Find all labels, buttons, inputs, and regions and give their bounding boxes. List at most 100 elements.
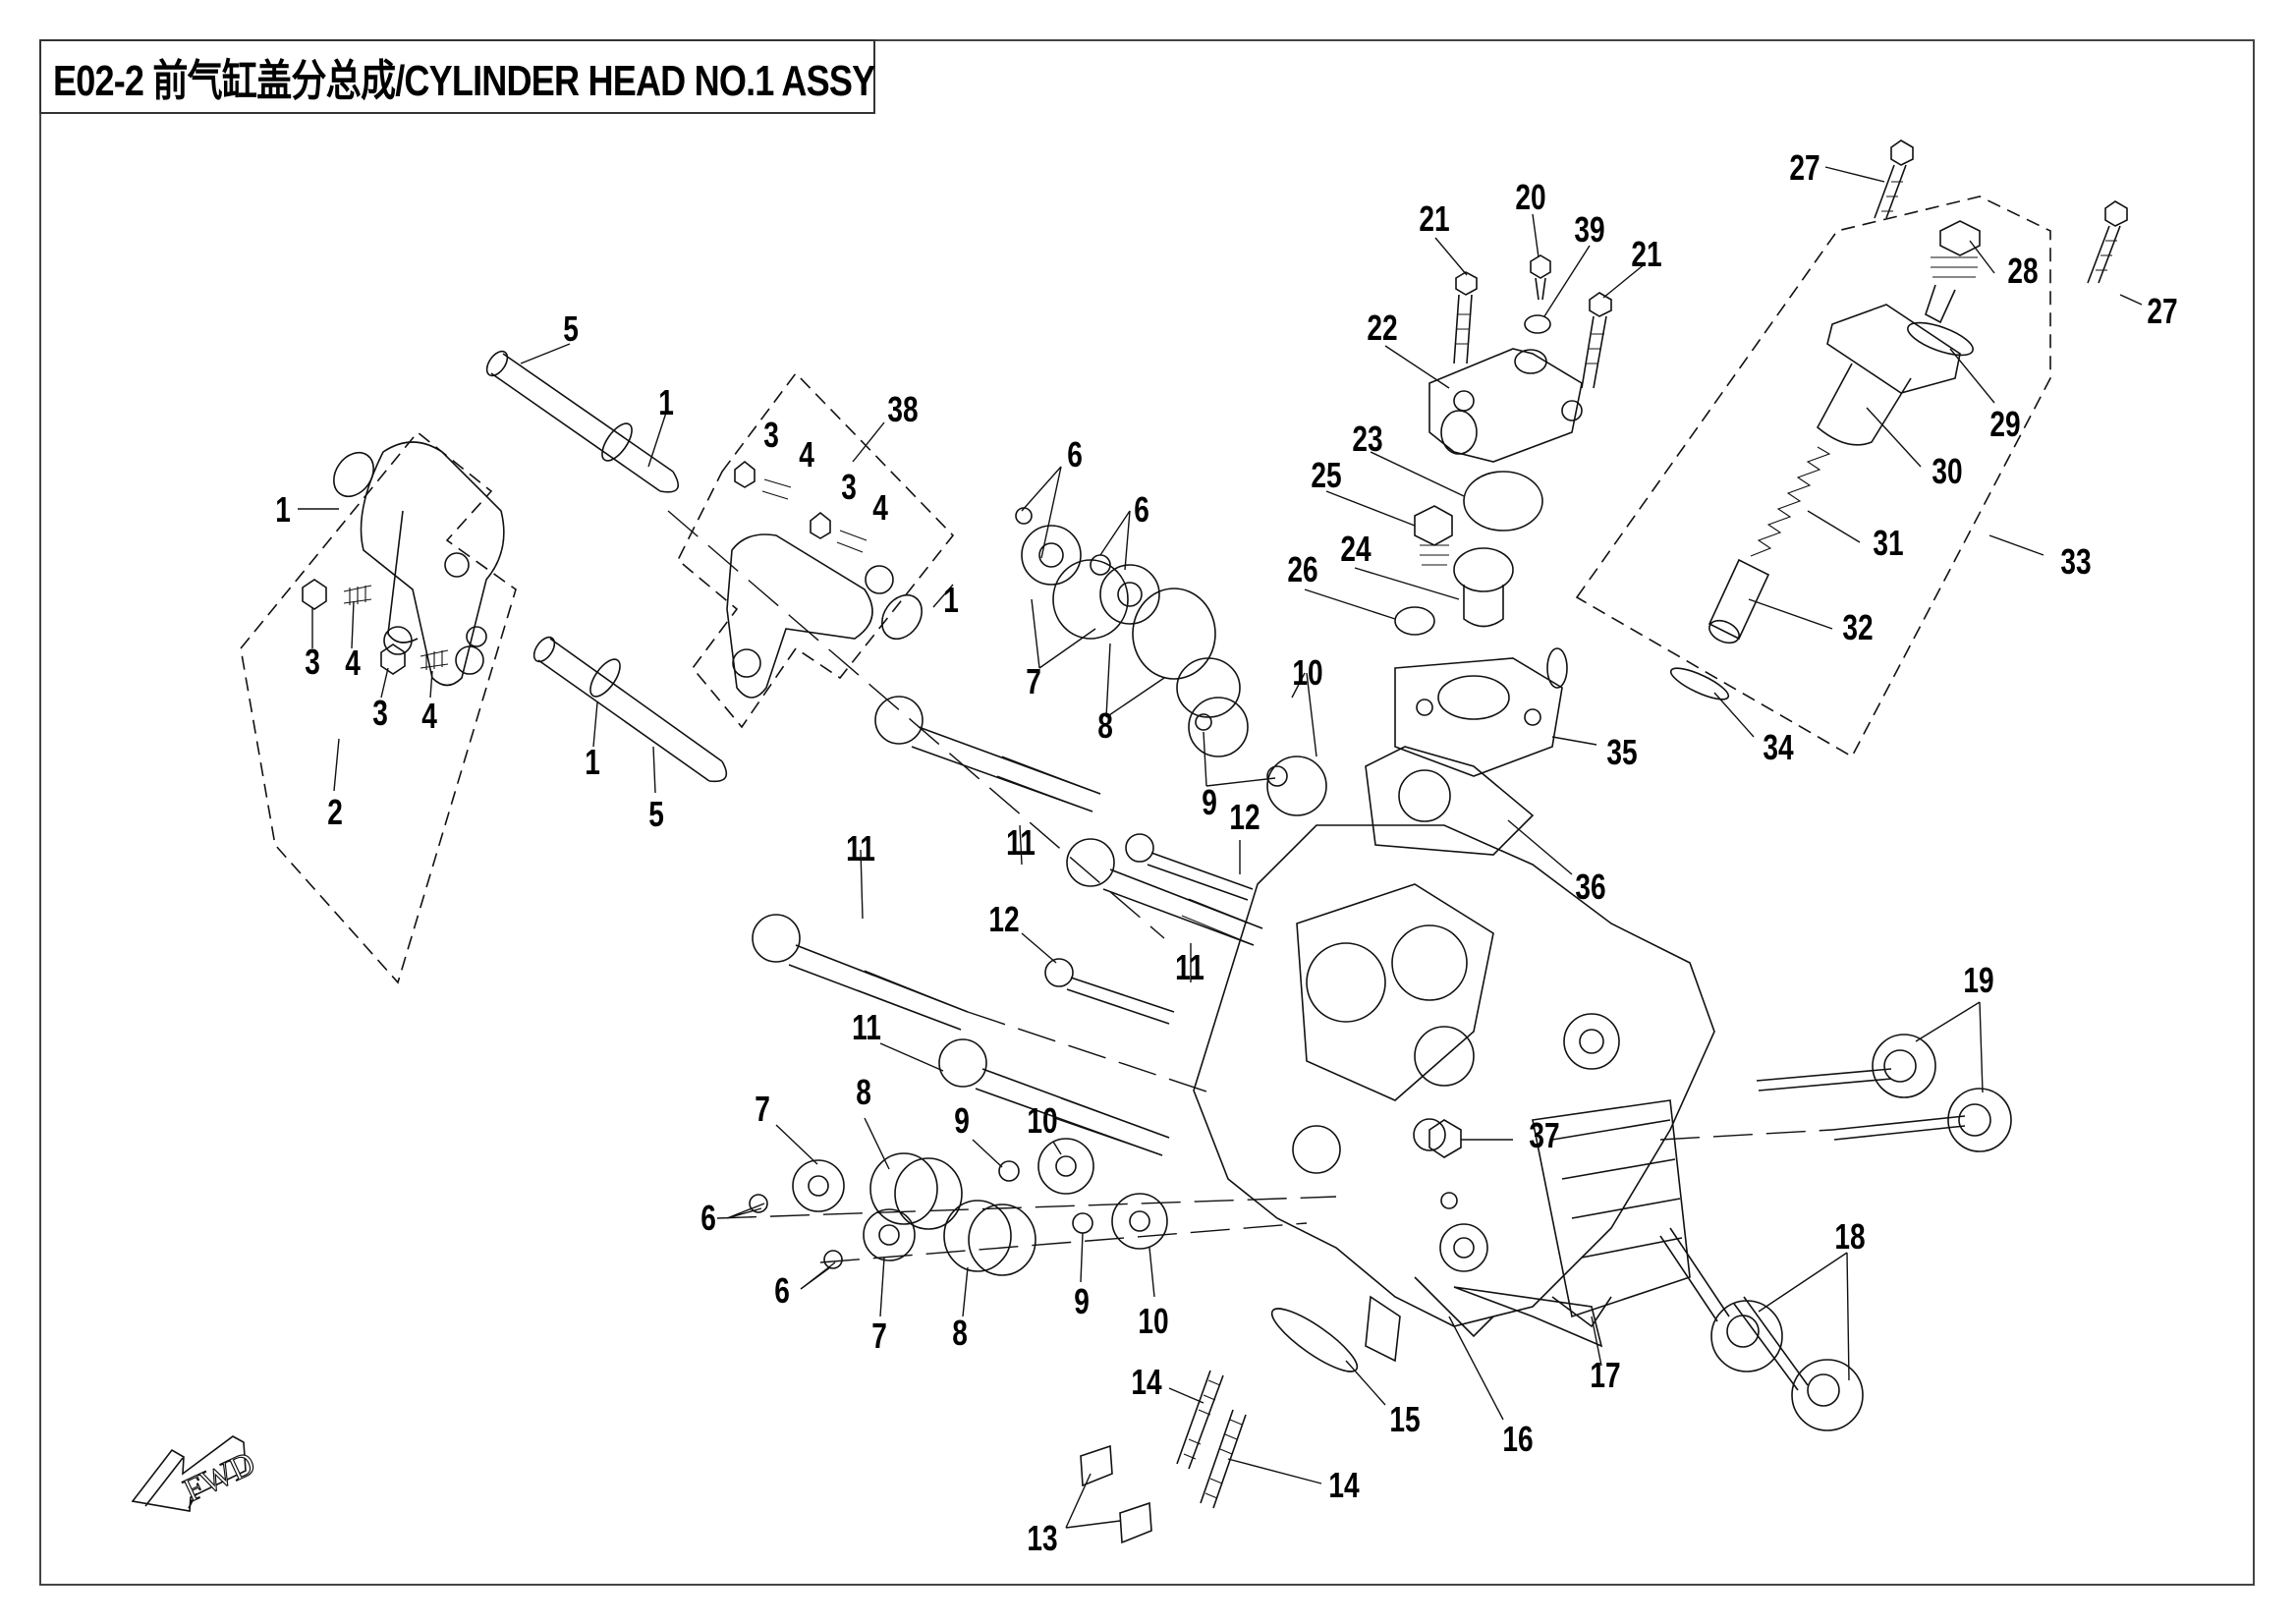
callout-label: 27 xyxy=(2147,291,2178,331)
callout-label: 22 xyxy=(1367,308,1398,348)
callout-label: 2 xyxy=(327,792,343,832)
tensioner-spring-31 xyxy=(1750,446,1831,557)
callout-label: 10 xyxy=(1292,652,1323,693)
callout-label: 14 xyxy=(1328,1465,1360,1505)
drain-bolt-washer xyxy=(1394,606,1435,636)
callout-label: 30 xyxy=(1932,451,1963,491)
washer-39 xyxy=(1524,314,1551,334)
callout-label: 28 xyxy=(2007,251,2039,291)
chain-guide-17 xyxy=(1453,1286,1603,1348)
exhaust-gasket-15 xyxy=(1270,1308,1359,1372)
callout-label: 6 xyxy=(1134,489,1149,530)
callout-label: 3 xyxy=(763,415,779,455)
thermostat-housing xyxy=(1394,647,1568,777)
callout-label: 1 xyxy=(585,742,600,782)
intake-valve-19 xyxy=(1756,1034,2012,1152)
callout-label: 11 xyxy=(846,828,875,868)
callout-label: 7 xyxy=(755,1089,770,1129)
callout-label: 14 xyxy=(1131,1362,1162,1402)
callout-label: 21 xyxy=(1419,198,1450,239)
drawing-frame xyxy=(39,39,2255,1586)
callout-label: 12 xyxy=(1229,797,1260,837)
assembly-axis-rocker xyxy=(667,510,1165,939)
callout-label: 9 xyxy=(1202,782,1217,822)
callout-label: 3 xyxy=(841,467,857,507)
washer-1-right xyxy=(881,593,923,641)
callout-label: 7 xyxy=(1026,661,1041,701)
small-bolt-2 xyxy=(1044,958,1175,1025)
tensioner-plunger-32 xyxy=(1708,558,1770,644)
callout-label: 19 xyxy=(1963,960,1994,1000)
callout-label: 8 xyxy=(856,1072,871,1112)
stud-14-lower xyxy=(1200,1409,1247,1509)
callout-label: 36 xyxy=(1575,867,1606,907)
callout-label: 25 xyxy=(1311,455,1342,495)
bolt-20 xyxy=(1530,254,1551,301)
callout-label: 33 xyxy=(2060,541,2092,582)
callout-label: 11 xyxy=(852,1007,881,1047)
callout-label: 16 xyxy=(1502,1419,1534,1459)
dowel-16 xyxy=(1365,1295,1401,1363)
page-title: E02-2 前气缸盖分总成/CYLINDER HEAD NO.1 ASSY xyxy=(53,57,875,105)
callout-label: 27 xyxy=(1789,147,1820,188)
callout-label: 9 xyxy=(1074,1281,1090,1321)
bolt-21-right xyxy=(1581,292,1612,389)
tensioner-bolt-27-right xyxy=(2087,200,2128,284)
head-bolt-2 xyxy=(1066,838,1263,946)
callout-label: 4 xyxy=(872,487,888,528)
callout-label: 7 xyxy=(871,1316,887,1356)
callout-label: 13 xyxy=(1027,1518,1058,1558)
callout-label: 37 xyxy=(1529,1115,1560,1155)
head-bolt-3 xyxy=(752,914,969,1031)
exhaust-valve-18 xyxy=(1659,1227,1864,1431)
callout-label: 8 xyxy=(1097,705,1113,746)
callout-label: 4 xyxy=(421,696,437,736)
adjust-screw-set-left xyxy=(302,579,449,675)
title-box: E02-2 前气缸盖分总成/CYLINDER HEAD NO.1 ASSY xyxy=(39,39,875,114)
callout-label: 32 xyxy=(1842,607,1874,647)
head-bolt-1 xyxy=(874,696,1101,812)
assembly-axis-valves-upper xyxy=(716,1196,1337,1219)
thermostat xyxy=(1453,547,1514,628)
rocker-shaft-lower xyxy=(532,636,728,783)
callout-label: 1 xyxy=(275,489,291,530)
callout-label: 10 xyxy=(1027,1100,1058,1141)
valve-spring-stack-upper xyxy=(1015,507,1327,816)
callout-label: 26 xyxy=(1287,549,1318,589)
rocker-arm-left xyxy=(360,441,505,687)
callout-label: 10 xyxy=(1138,1301,1169,1341)
callout-label: 18 xyxy=(1834,1216,1866,1257)
callout-label: 12 xyxy=(988,899,1020,939)
callout-label: 24 xyxy=(1340,529,1372,569)
callout-label: 38 xyxy=(887,389,919,429)
tensioner-body-30 xyxy=(1816,304,1961,446)
callout-label: 6 xyxy=(774,1270,790,1311)
rocker-shaft-upper xyxy=(485,350,679,493)
callout-label: 21 xyxy=(1631,234,1662,274)
callout-label: 39 xyxy=(1574,209,1605,250)
rocker-arm-assy-boundary-left xyxy=(240,430,517,984)
callout-label: 6 xyxy=(1067,434,1083,475)
callout-label: 6 xyxy=(700,1198,716,1238)
water-outlet-pipe xyxy=(1428,348,1583,463)
nuts-13 xyxy=(1080,1444,1152,1544)
callout-label: 11 xyxy=(1006,822,1036,863)
head-bolt-4 xyxy=(938,1038,1170,1156)
valve-spring-stack-lower xyxy=(749,1138,1168,1276)
assembly-axis-valves-lower xyxy=(819,1222,1308,1263)
leader-lines xyxy=(298,166,2143,1529)
tensioner-plug-28 xyxy=(1925,220,1981,324)
callout-label: 34 xyxy=(1763,727,1794,767)
thermostat-gasket xyxy=(1463,471,1543,532)
fwd-arrow-icon: FWD xyxy=(131,1435,261,1512)
callout-label: 3 xyxy=(372,693,388,733)
callout-label: 31 xyxy=(1873,523,1904,563)
drain-bolt xyxy=(1414,505,1453,566)
callout-label: 35 xyxy=(1606,732,1638,772)
stud-14-upper xyxy=(1176,1370,1224,1470)
assembly-axis-intake xyxy=(1659,1129,1833,1141)
callout-label: 17 xyxy=(1590,1355,1621,1395)
callout-label: 3 xyxy=(305,642,320,682)
rocker-arm-assy-boundary-right xyxy=(677,371,955,729)
